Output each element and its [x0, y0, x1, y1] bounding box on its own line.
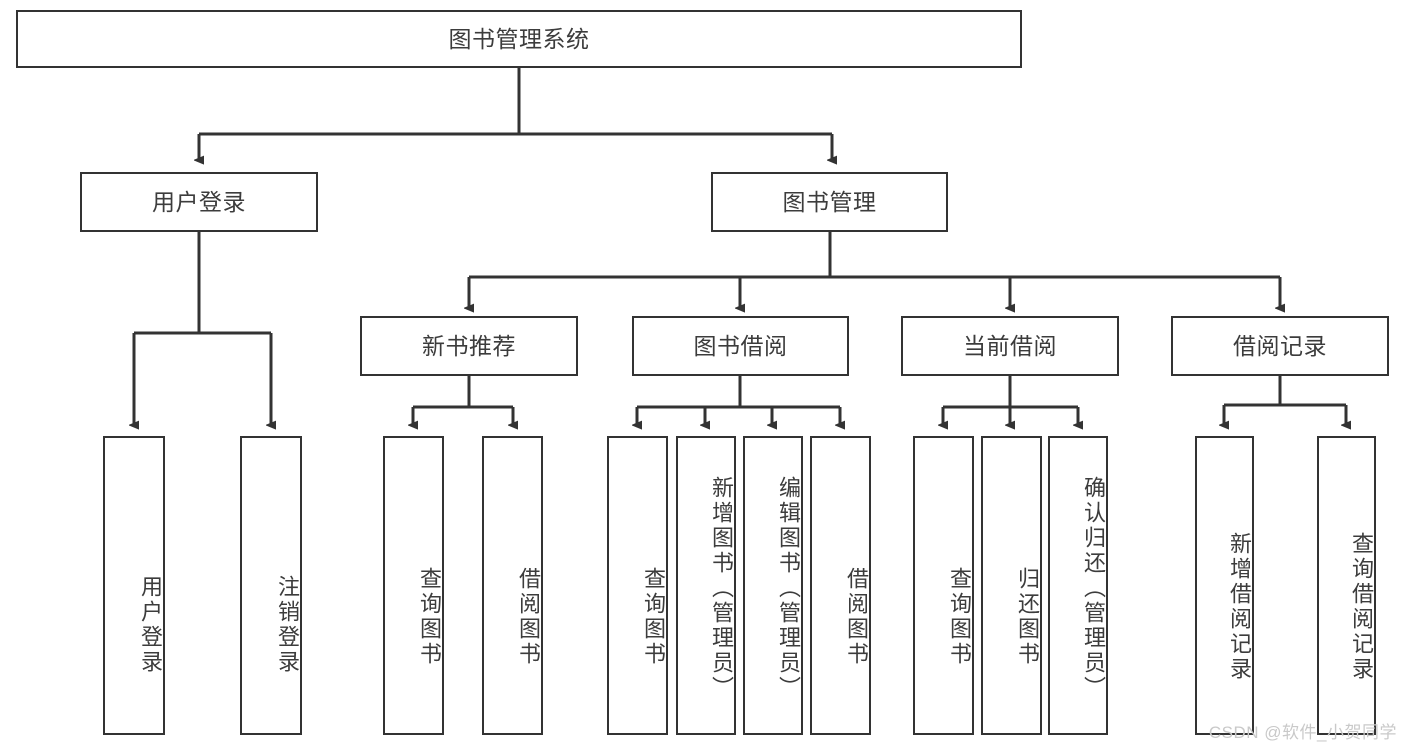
leaf-query-borrow-record-label: 查询借阅记录	[1349, 531, 1374, 682]
leaf-borrow-book-borrow[interactable]: 借阅图书	[810, 436, 871, 735]
leaf-return-book[interactable]: 归还图书	[981, 436, 1042, 735]
leaf-user-login[interactable]: 用户登录	[103, 436, 165, 735]
node-user-login-label: 用户登录	[152, 188, 246, 215]
leaf-query-book-recommend[interactable]: 查询图书	[383, 436, 444, 735]
leaf-query-book-borrow-label: 查询图书	[641, 566, 666, 667]
leaf-confirm-return-admin-label: 确认归还（管理员）	[1081, 476, 1106, 701]
node-current-borrow-label: 当前借阅	[963, 332, 1057, 359]
node-new-book-recommend[interactable]: 新书推荐	[360, 316, 578, 376]
node-current-borrow[interactable]: 当前借阅	[901, 316, 1119, 376]
node-book-management[interactable]: 图书管理	[711, 172, 948, 232]
node-user-login[interactable]: 用户登录	[80, 172, 318, 232]
leaf-add-borrow-record[interactable]: 新增借阅记录	[1195, 436, 1254, 735]
leaf-borrow-book-recommend-label: 借阅图书	[516, 566, 541, 667]
leaf-edit-book-admin[interactable]: 编辑图书（管理员）	[743, 436, 803, 735]
leaf-borrow-book-borrow-label: 借阅图书	[844, 566, 869, 667]
node-book-management-label: 图书管理	[782, 188, 877, 215]
leaf-logout-label: 注销登录	[275, 574, 300, 675]
leaf-edit-book-admin-label: 编辑图书（管理员）	[776, 476, 801, 701]
leaf-add-borrow-record-label: 新增借阅记录	[1227, 531, 1252, 682]
node-root[interactable]: 图书管理系统	[16, 10, 1022, 68]
leaf-user-login-label: 用户登录	[138, 574, 163, 675]
node-book-borrow-label: 图书借阅	[693, 332, 788, 359]
leaf-return-book-label: 归还图书	[1015, 566, 1040, 667]
node-borrow-record-label: 借阅记录	[1233, 332, 1327, 359]
node-book-borrow[interactable]: 图书借阅	[632, 316, 849, 376]
leaf-logout[interactable]: 注销登录	[240, 436, 302, 735]
leaf-borrow-book-recommend[interactable]: 借阅图书	[482, 436, 543, 735]
leaf-add-book-admin-label: 新增图书（管理员）	[709, 476, 734, 701]
leaf-query-borrow-record[interactable]: 查询借阅记录	[1317, 436, 1376, 735]
node-root-label: 图书管理系统	[448, 25, 590, 52]
leaf-query-book-current[interactable]: 查询图书	[913, 436, 974, 735]
node-new-book-recommend-label: 新书推荐	[422, 332, 516, 359]
leaf-add-book-admin[interactable]: 新增图书（管理员）	[676, 436, 736, 735]
leaf-query-book-current-label: 查询图书	[947, 566, 972, 667]
leaf-query-book-recommend-label: 查询图书	[417, 566, 442, 667]
leaf-query-book-borrow[interactable]: 查询图书	[607, 436, 668, 735]
watermark-text: CSDN @软件_小贺同学	[1208, 723, 1397, 742]
leaf-confirm-return-admin[interactable]: 确认归还（管理员）	[1048, 436, 1108, 735]
node-borrow-record[interactable]: 借阅记录	[1171, 316, 1389, 376]
